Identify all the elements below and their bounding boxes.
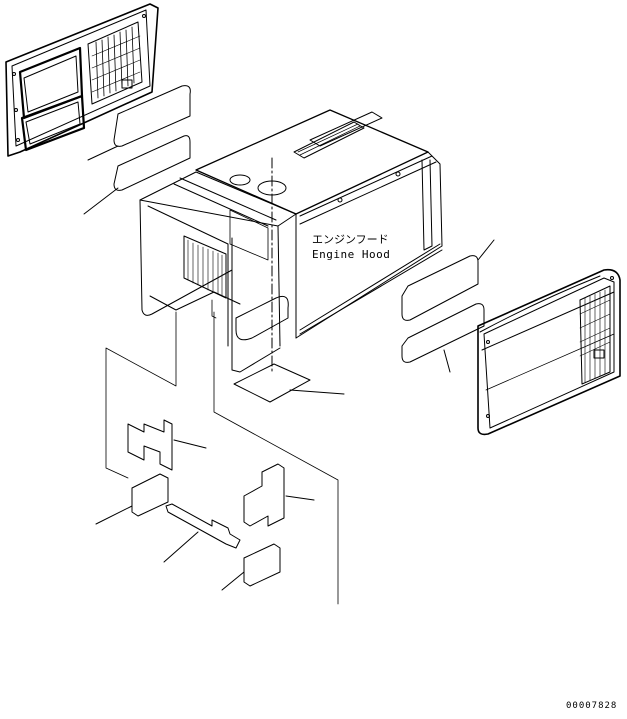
- leader-pad-2: [95, 505, 133, 525]
- upper-left-pad-a: [113, 85, 191, 147]
- leader-pad-b: [83, 187, 119, 215]
- leader-right-pad-b: [443, 349, 451, 373]
- hood-label-jp: エンジンフード: [312, 233, 389, 246]
- left-side-door-panel: [5, 3, 159, 157]
- leader-bottom-pad: [289, 389, 345, 395]
- right-pad-b: [401, 303, 485, 363]
- pad-part-5: [243, 543, 281, 587]
- leader-pad-4: [285, 495, 315, 501]
- right-side-door-panel: [477, 268, 621, 436]
- right-pad-a: [401, 255, 479, 321]
- drawing-code: 00007828: [566, 701, 617, 711]
- pad-part-1: [127, 419, 173, 471]
- pad-part-3: [165, 503, 241, 549]
- leader-small: [211, 299, 217, 319]
- hood-label-en: Engine Hood: [312, 248, 390, 261]
- engine-hood-body: [139, 109, 443, 373]
- bottom-pad: [233, 363, 311, 403]
- leader-pad-3: [163, 531, 199, 563]
- leader-right-pad-a: [477, 239, 495, 261]
- leader-pad-a: [87, 145, 119, 161]
- pad-part-2: [131, 473, 169, 517]
- upper-left-pad-b: [113, 135, 191, 191]
- lower-pad-group: [95, 311, 339, 605]
- leader-pad-1: [173, 439, 207, 449]
- leader-pad-5: [221, 571, 245, 591]
- pad-part-4: [243, 463, 285, 527]
